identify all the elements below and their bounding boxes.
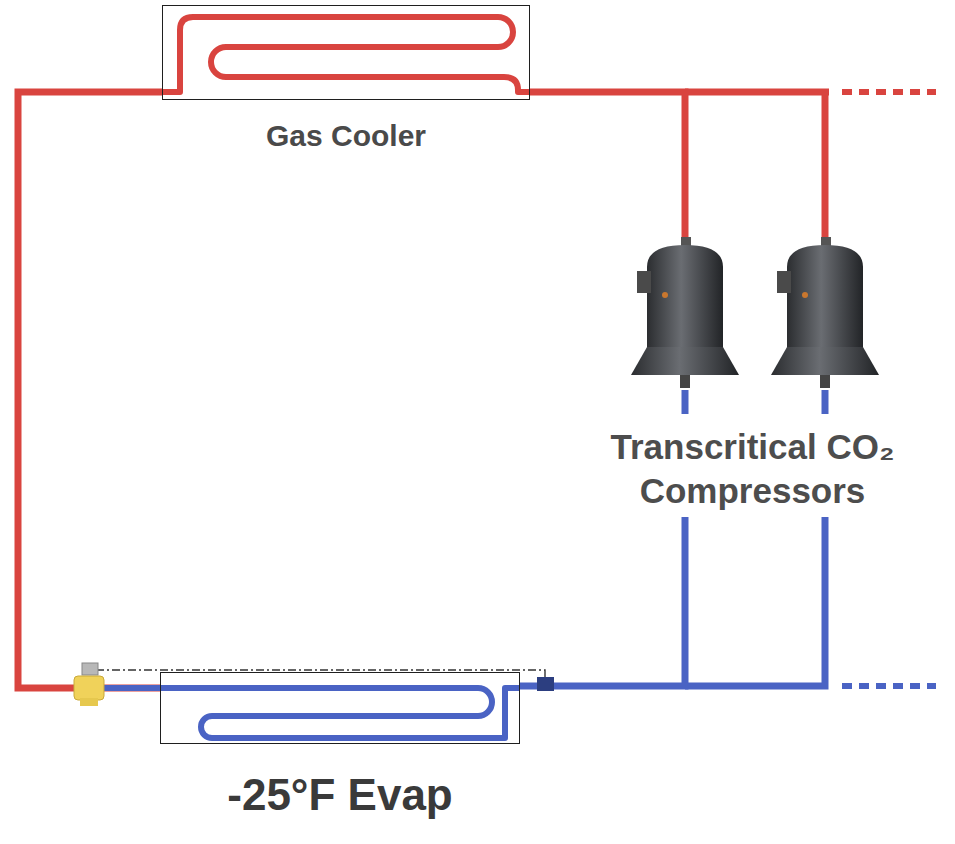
pipe-connector (520, 517, 685, 686)
pipe-connector (18, 92, 162, 688)
evaporator: -25°F Evap (160, 672, 520, 744)
discharge-pipe (822, 92, 829, 237)
suction-pipe (685, 517, 825, 686)
pipe-connector (530, 92, 685, 237)
node-label: Transcritical CO₂ Compressors (560, 425, 945, 513)
continuation-dots (842, 683, 936, 689)
evaporator-coil (160, 688, 520, 738)
suction-pipe (682, 390, 689, 414)
gas-cooler: Gas Cooler (162, 5, 530, 100)
discharge-header (685, 89, 829, 96)
compressor-symbol (631, 237, 739, 388)
compressor-group: Transcritical CO₂ Compressors (560, 245, 945, 517)
sensing-bulb (537, 677, 554, 691)
continuation-dots (842, 89, 936, 95)
compressor-symbol (771, 237, 879, 388)
suction-pipe (822, 390, 829, 414)
node-label: Gas Cooler (163, 118, 529, 154)
gas-cooler-coil (162, 17, 530, 92)
expansion-valve (74, 663, 104, 706)
evaporator-inlet (100, 685, 162, 691)
node-label: -25°F Evap (161, 769, 519, 821)
